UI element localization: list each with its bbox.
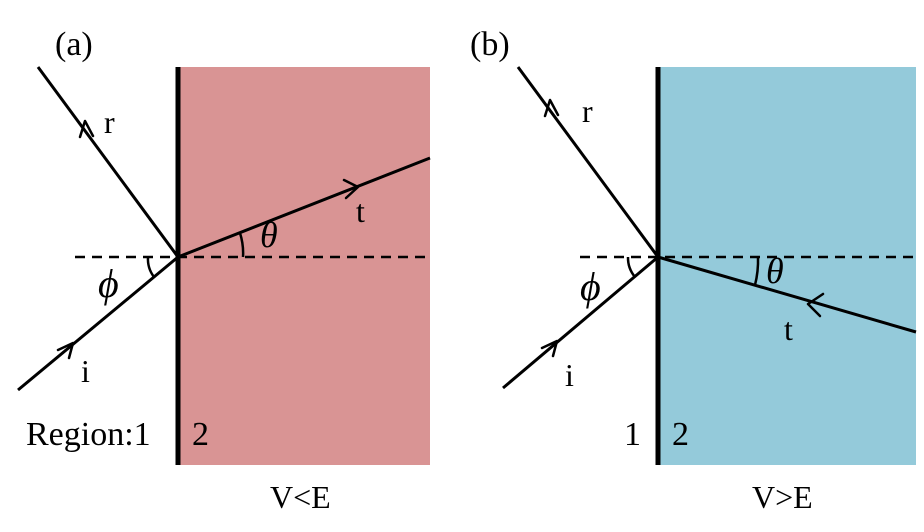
panel-b-phi-label: ϕ <box>580 264 601 309</box>
panel-b-transmitted-arrow <box>806 292 825 318</box>
panel-a-reflected-ray <box>36 66 180 258</box>
panel-b-reflected-arrow <box>543 98 560 118</box>
panel-b-theta-label: θ <box>766 251 784 291</box>
panel-a-theta-arc <box>238 232 245 258</box>
panel-b-condition: V>E <box>752 479 813 515</box>
panel-b-transmitted-label: t <box>784 311 793 347</box>
panel-a-phi-arc <box>146 256 156 278</box>
panel-a-incident-ray <box>17 255 179 392</box>
panel-b-incident-ray <box>502 255 659 390</box>
panel-a-incident-arrow <box>56 341 75 360</box>
panel-a-theta-label: θ <box>260 215 278 255</box>
panel-a-region2-label: 2 <box>192 416 209 453</box>
panel-a-transmitted-arrow <box>342 178 360 200</box>
panel-b-reflected-ray <box>516 66 660 258</box>
panel-a-transmitted-ray <box>177 156 431 259</box>
panel-a-region-label: Region:1 <box>26 416 151 453</box>
panel-b-incident-label: i <box>565 357 574 393</box>
panel-a: (a) r t i ϕ θ Region:1 2 V<E <box>17 26 431 515</box>
panel-b-region2-label: 2 <box>672 416 689 453</box>
panel-a-reflected-arrow <box>78 119 95 139</box>
panel-b-transmitted-ray <box>657 255 917 334</box>
panel-b-theta-arc <box>753 256 760 286</box>
panel-b: (b) r t i ϕ θ 1 2 V>E <box>470 26 917 515</box>
panel-a-region1: 1 <box>134 416 151 453</box>
panel-a-reflected-label: r <box>104 104 115 140</box>
panel-a-tag: (a) <box>55 26 93 63</box>
panel-b-incident-arrow <box>540 339 559 358</box>
panel-a-region2 <box>178 67 430 465</box>
panel-a-incident-label: i <box>81 353 90 389</box>
panel-a-condition: V<E <box>270 479 331 515</box>
panel-b-tag: (b) <box>470 26 510 63</box>
panel-a-region-prefix: Region: <box>26 416 134 453</box>
panel-b-phi-arc <box>626 256 636 278</box>
panel-b-reflected-label: r <box>582 93 593 129</box>
panel-a-phi-label: ϕ <box>98 261 119 306</box>
panel-b-region2 <box>658 67 916 465</box>
panel-b-region1-label: 1 <box>624 416 641 453</box>
panel-a-transmitted-label: t <box>356 193 365 229</box>
